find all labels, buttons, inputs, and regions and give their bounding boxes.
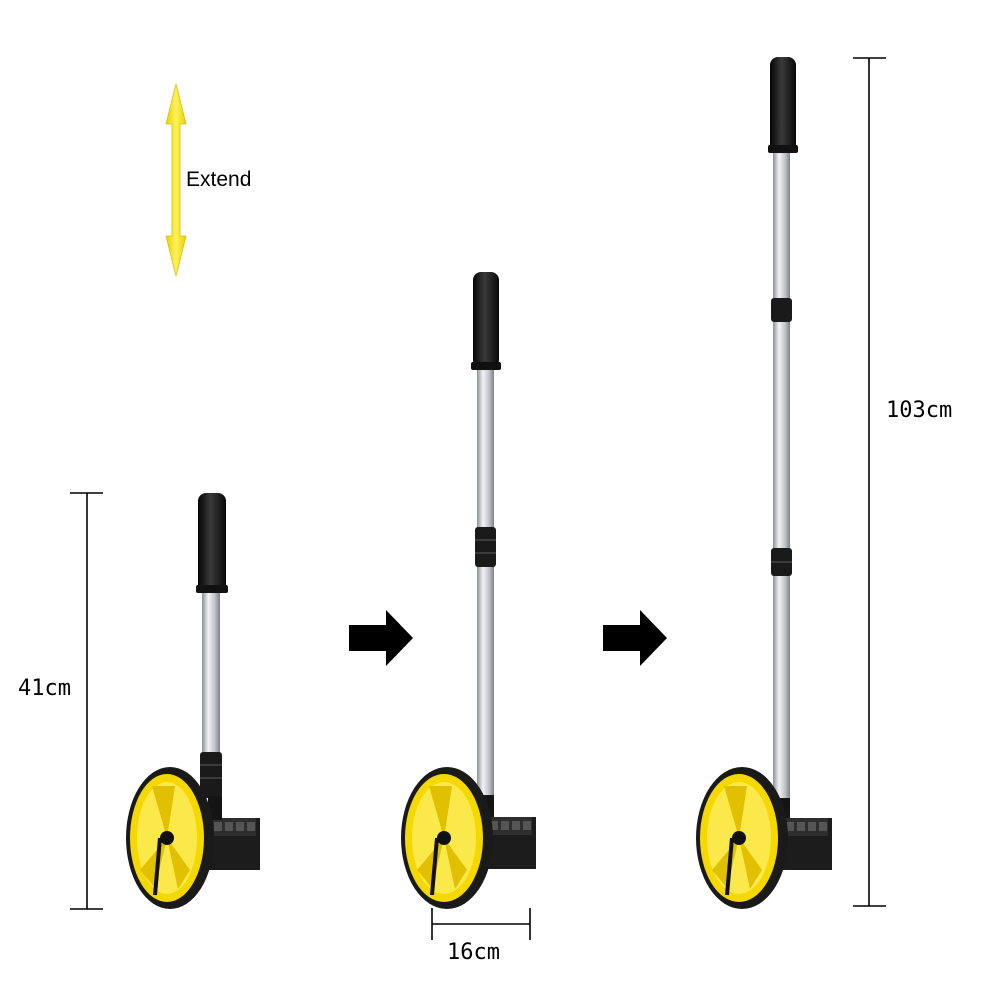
dimension-line-103cm [853, 57, 886, 907]
arrow-right-icon [349, 610, 413, 666]
wheel-width-label: 16cm [447, 940, 500, 965]
extended-height-label: 103cm [886, 398, 953, 423]
handle-grip [770, 57, 796, 152]
dimension-line-41cm [70, 492, 103, 910]
lock-collar [475, 527, 496, 567]
collapsed-height-label: 41cm [18, 676, 71, 701]
lock-collar [771, 298, 792, 322]
handle-grip [473, 272, 499, 368]
lock-collar [200, 752, 222, 798]
arrow-right-icon [603, 610, 667, 666]
extend-label: Extend [186, 168, 252, 191]
double-arrow-vertical-icon [165, 83, 187, 277]
measuring-wheel-half-extended [401, 272, 536, 909]
measuring-wheel-collapsed [126, 493, 260, 909]
measuring-wheel-fully-extended [696, 57, 832, 909]
dimension-line-16cm [431, 908, 531, 940]
handle-grip [198, 493, 226, 593]
